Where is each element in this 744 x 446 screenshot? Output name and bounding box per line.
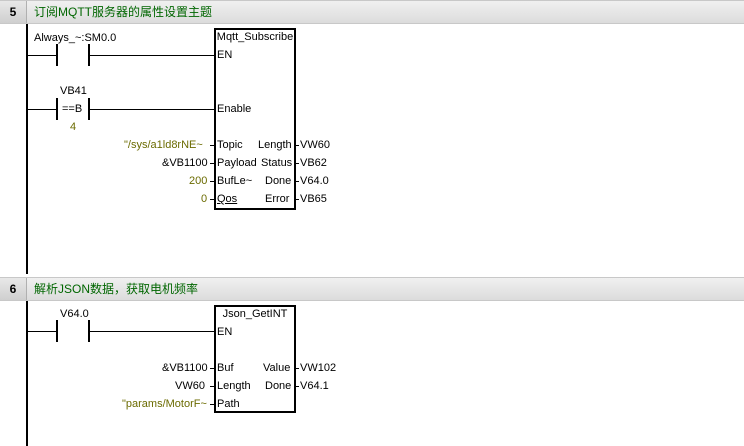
pin-topic: Topic — [217, 139, 243, 151]
pin-en: EN — [217, 49, 233, 61]
compare-contact-right-bar[interactable] — [88, 98, 90, 120]
wire-stub — [210, 145, 215, 146]
power-rail — [26, 24, 28, 274]
pin-qos: Qos — [217, 193, 238, 205]
contact-right-bar[interactable] — [88, 44, 90, 66]
operand-done[interactable]: V64.1 — [300, 380, 329, 392]
contact-right-bar[interactable] — [88, 320, 90, 342]
wire — [28, 331, 56, 332]
wire — [90, 109, 216, 110]
wire-stub — [210, 163, 215, 164]
wire-stub — [294, 163, 299, 164]
network-number: 5 — [0, 1, 27, 23]
network-5-header[interactable]: 5 订阅MQTT服务器的属性设置主题 — [0, 0, 744, 24]
operand-error[interactable]: VB65 — [300, 193, 327, 205]
operand-length[interactable]: VW60 — [175, 380, 205, 392]
mqtt-subscribe-block[interactable]: Mqtt_Subscribe — [214, 28, 296, 210]
operand-length[interactable]: VW60 — [300, 139, 330, 151]
network-6-header[interactable]: 6 解析JSON数据，获取电机频率 — [0, 277, 744, 301]
pin-done: Done — [265, 175, 292, 187]
operand-done[interactable]: V64.0 — [300, 175, 329, 187]
operand-status[interactable]: VB62 — [300, 157, 327, 169]
wire-stub — [294, 386, 299, 387]
operand-topic[interactable]: "/sys/a1ld8rNE~ — [124, 139, 203, 151]
wire-stub — [294, 145, 299, 146]
pin-value: Value — [263, 362, 291, 374]
pin-length: Length — [217, 380, 251, 392]
operand-buf[interactable]: &VB1100 — [162, 362, 208, 374]
pin-enable: Enable — [217, 103, 252, 115]
network-number: 6 — [0, 278, 27, 300]
pin-done: Done — [265, 380, 292, 392]
wire-stub — [294, 181, 299, 182]
contact-left-bar[interactable] — [56, 44, 58, 66]
wire-stub — [210, 404, 215, 405]
operand-buflen[interactable]: 200 — [189, 175, 208, 187]
pin-path: Path — [217, 398, 240, 410]
compare-operand-bottom: 4 — [70, 121, 77, 133]
compare-contact-left-bar[interactable] — [56, 98, 58, 120]
compare-operator: ==B — [62, 103, 83, 115]
block-name: Json_GetINT — [222, 308, 288, 320]
pin-buf: Buf — [217, 362, 234, 374]
network-comment[interactable]: 解析JSON数据，获取电机频率 — [34, 282, 199, 296]
wire — [28, 55, 56, 56]
pin-length: Length — [258, 139, 292, 151]
pin-status: Status — [261, 157, 293, 169]
wire-stub — [210, 181, 215, 182]
operand-payload[interactable]: &VB1100 — [162, 157, 208, 169]
wire-stub — [210, 199, 215, 200]
wire-stub — [210, 368, 215, 369]
operand-value[interactable]: VW102 — [300, 362, 337, 374]
power-rail — [26, 301, 28, 446]
block-name: Mqtt_Subscribe — [216, 31, 294, 43]
contact-left-bar[interactable] — [56, 320, 58, 342]
pin-payload: Payload — [217, 157, 257, 169]
wire-stub — [294, 368, 299, 369]
contact-label: V64.0 — [60, 308, 89, 320]
network-comment[interactable]: 订阅MQTT服务器的属性设置主题 — [34, 5, 212, 19]
operand-path[interactable]: "params/MotorF~ — [122, 398, 207, 410]
pin-en: EN — [217, 326, 233, 338]
wire — [28, 109, 56, 110]
json-getint-block[interactable]: Json_GetINT — [214, 305, 296, 413]
operand-qos[interactable]: 0 — [201, 193, 208, 205]
wire — [90, 55, 216, 56]
compare-operand-top: VB41 — [60, 85, 87, 97]
wire-stub — [210, 386, 215, 387]
wire — [90, 331, 216, 332]
pin-buflen: BufLe~ — [217, 175, 253, 187]
pin-error: Error — [265, 193, 290, 205]
contact-label: Always_~:SM0.0 — [34, 32, 117, 44]
wire-stub — [294, 199, 299, 200]
